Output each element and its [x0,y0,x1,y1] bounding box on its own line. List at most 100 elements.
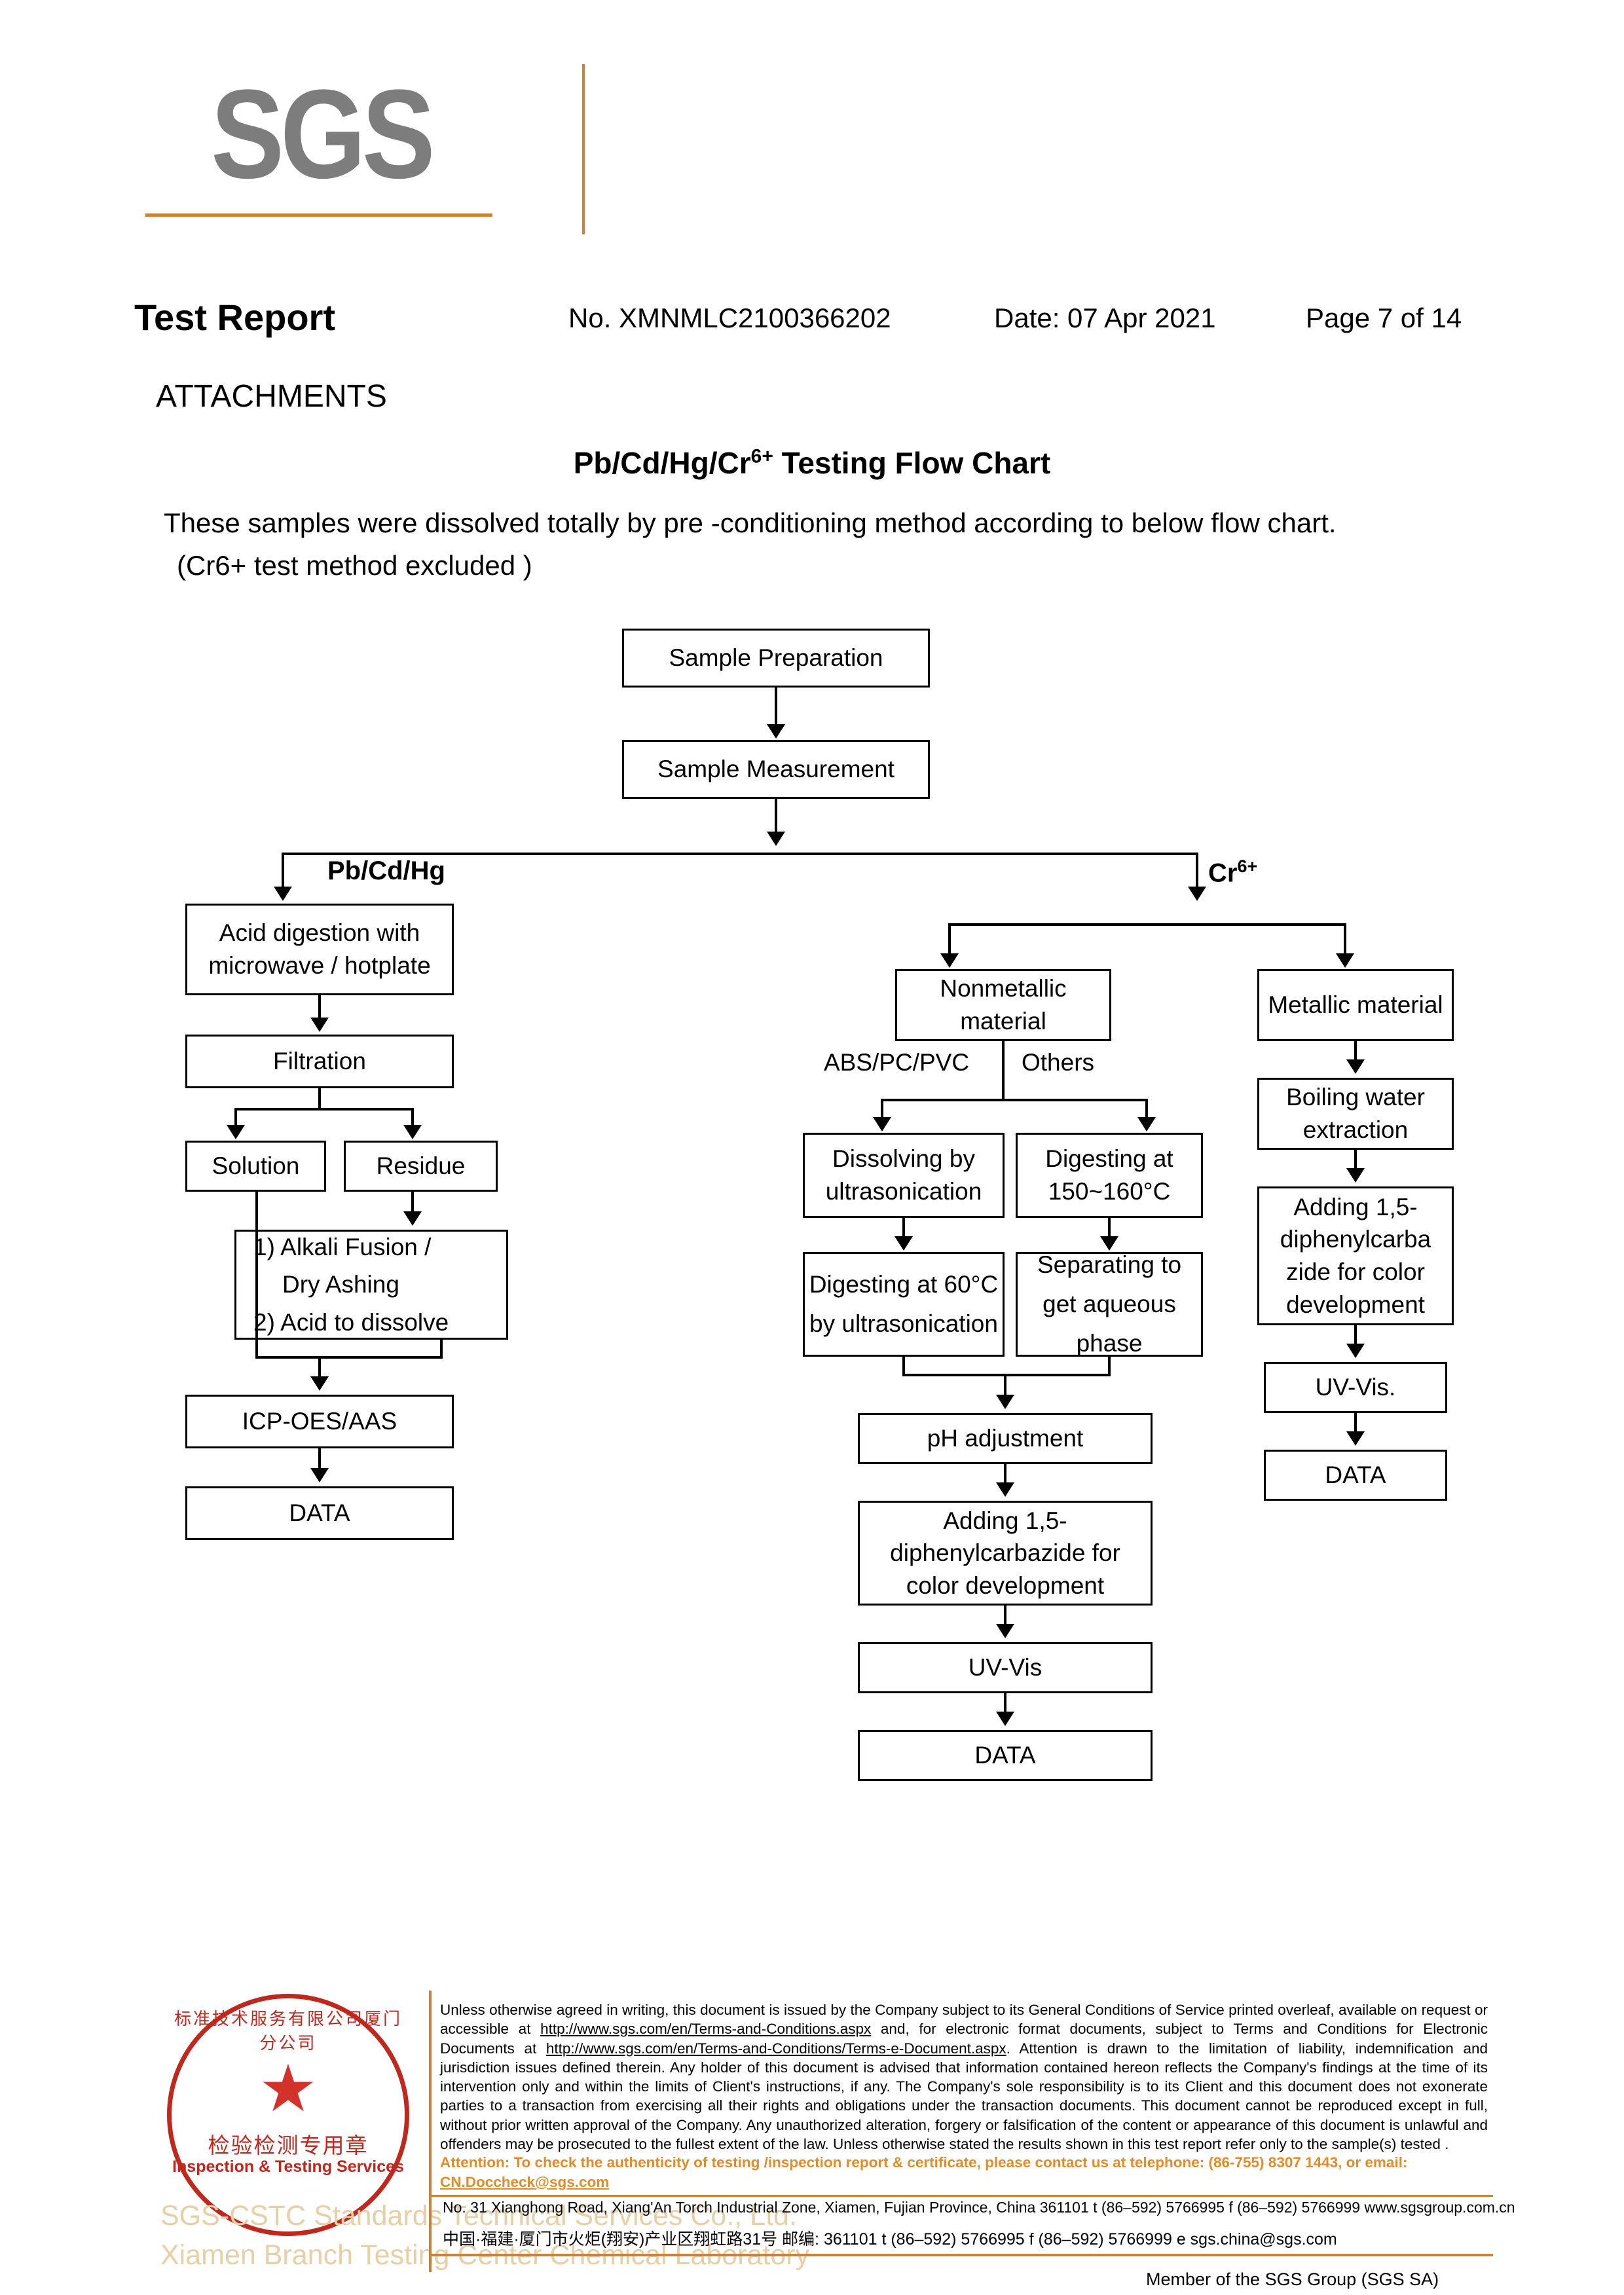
legal-part-2: and, for electronic format documents, su… [440,2021,1488,2057]
terms-conditions-link[interactable]: http://www.sgs.com/en/Terms-and-Conditio… [540,2021,872,2038]
report-date: Date: 07 Apr 2021 [994,303,1216,333]
edge-cr6-to-nonmetallic [948,923,951,957]
watermark-line-1: SGS-CSTC Standards Technical Services Co… [160,2200,797,2231]
legal-part-1: Unless otherwise agreed in writing, this… [440,2002,1488,2038]
logo-horizontal-rule [145,213,492,217]
page-title: Test Report [134,297,335,338]
node-digesting-60-ultrasonication: Digesting at 60°C by ultrasonication [803,1252,1005,1357]
node-sample-preparation: Sample Preparation [622,629,930,688]
address-rule-bottom [429,2254,1493,2256]
edge-metallic-to-boiling [1354,1041,1357,1065]
stamp-english-text: Inspection & Testing Services [172,2157,404,2176]
arrow-uvvis-to-data-right [1346,1431,1365,1446]
arrow-digesting150-down [1100,1236,1118,1251]
arrow-boiling-to-dpc [1346,1168,1365,1183]
sgs-logo-text: SGS [211,63,435,205]
node-acid-digestion: Acid digestion with microwave / hotplate [185,904,454,995]
edge-digesting150-down [1108,1218,1111,1240]
edge-prep-to-measure [775,688,777,728]
alkali-fusion-line-3: 2) Acid to dissolve [253,1308,449,1336]
node-solution: Solution [185,1141,326,1192]
edge-boiling-to-dpc [1354,1150,1357,1173]
stamp-chinese-text: 检验检测专用章 [208,2133,369,2157]
legal-disclaimer: Unless otherwise agreed in writing, this… [440,2000,1488,2154]
address-english: No. 31 Xianghong Road, Xiang'An Torch In… [443,2199,1515,2216]
arrow-cr6-to-metallic [1336,953,1354,968]
node-digesting-150-160: Digesting at 150~160°C [1016,1133,1203,1218]
branch-label-cr6-sup: 6+ [1237,856,1258,876]
edge-cr6-to-metallic [1344,923,1346,957]
node-boiling-water-extraction: Boiling water extraction [1257,1078,1454,1150]
arrow-to-digesting150 [1137,1117,1156,1131]
node-filtration: Filtration [185,1035,454,1088]
intro-line-2: (Cr6+ test method excluded ) [177,550,532,581]
edge-alkali-down [440,1340,443,1359]
edge-bus-to-left [282,853,284,892]
arrow-merge-to-icp [310,1376,329,1391]
edge-bus-to-right [1196,853,1198,892]
intro-line-1: These samples were dissolved totally by … [164,507,1337,538]
stamp-ring [167,1994,409,2236]
branch-label-cr6-base: Cr [1208,858,1238,888]
arrow-bus-to-left [274,887,292,901]
stamp-arc-text: 标准技术服务有限公司厦门分公司 [174,2009,402,2053]
merge-bus-ph [902,1374,1111,1376]
branch-label-cr6: Cr6+ [1208,856,1257,888]
sgs-logo: SGS [145,63,585,234]
flowchart-title-superscript: 6+ [750,445,773,468]
node-nonmetallic-material: Nonmetallic material [895,969,1111,1041]
footer-vertical-rule [429,1991,432,2272]
address-chinese: 中国·福建·厦门市火炬(翔安)产业区翔虹路31号 邮编: 361101 t (8… [443,2230,1337,2249]
arrow-dissolving-down [895,1236,913,1251]
arrow-metallic-to-boiling [1346,1059,1365,1074]
edge-uvvis-to-data-mid [1004,1693,1006,1717]
page-number: Page 7 of 14 [1306,303,1462,333]
edge-merge-to-icp [318,1356,321,1381]
testing-flow-chart: Sample Preparation Sample Measurement Pb… [0,609,1624,1905]
merge-bus-icp [255,1356,443,1359]
arrow-measure-down [767,832,785,846]
branch-label-pb-cd-hg: Pb/Cd/Hg [327,856,445,885]
edge-solution-bypass [255,1192,258,1359]
arrow-filtration-to-residue [403,1125,422,1139]
node-ph-adjustment: pH adjustment [858,1413,1153,1464]
arrow-filtration-to-solution [227,1125,245,1139]
alkali-fusion-line-2: Dry Ashing [282,1271,399,1298]
node-data-left: DATA [185,1486,454,1540]
node-uv-vis-right: UV-Vis. [1264,1362,1447,1413]
node-data-mid: DATA [858,1730,1153,1781]
arrow-dpc-to-uvvis-mid [996,1624,1014,1638]
report-number: No. XMNMLC2100366202 [568,303,891,333]
flowchart-title-main: Pb/Cd/Hg/Cr [573,446,751,480]
arrow-bus-to-right [1188,887,1206,901]
arrow-icp-to-data [310,1468,329,1482]
edge-merge-to-ph [1004,1374,1006,1399]
branch-label-others: Others [1022,1049,1095,1076]
flowchart-title: Pb/Cd/Hg/Cr6+ Testing Flow Chart [0,445,1624,481]
node-dissolving-ultrasonication: Dissolving by ultrasonication [803,1133,1005,1218]
arrow-prep-to-measure [767,724,785,739]
member-statement: Member of the SGS Group (SGS SA) [1146,2269,1439,2289]
logo-vertical-rule [582,64,585,234]
node-metallic-material: Metallic material [1257,969,1454,1041]
branch-label-abs-pc-pvc: ABS/PC/PVC [824,1049,970,1076]
split-bus-filtration [234,1108,411,1111]
arrow-uvvis-to-data-mid [996,1712,1014,1726]
legal-part-3: . Attention is drawn to the limitation o… [440,2040,1488,2152]
node-icp-oes-aas: ICP-OES/AAS [185,1395,454,1448]
star-icon: ★ [259,2052,318,2125]
edge-icp-to-data [318,1448,321,1473]
terms-e-document-link[interactable]: http://www.sgs.com/en/Terms-and-Conditio… [545,2040,1006,2057]
arrow-to-dissolving [873,1117,891,1131]
node-separating-aqueous-phase: Separating to get aqueous phase [1016,1251,1203,1357]
edge-filtration-down [318,1088,321,1109]
attention-text: Attention: To check the authenticity of … [440,2154,1408,2171]
edge-acid-to-filtration [318,995,321,1023]
edge-dpc-to-uvvis-mid [1004,1606,1006,1629]
edge-to-digesting150 [1145,1099,1148,1121]
edge-digest60-merge [902,1357,905,1376]
edge-dissolving-down [902,1218,905,1240]
edge-residue-down [411,1192,414,1217]
edge-dpc-to-uvvis-right [1354,1325,1357,1349]
doccheck-email-link[interactable]: CN.Doccheck@sgs.com [440,2173,610,2190]
